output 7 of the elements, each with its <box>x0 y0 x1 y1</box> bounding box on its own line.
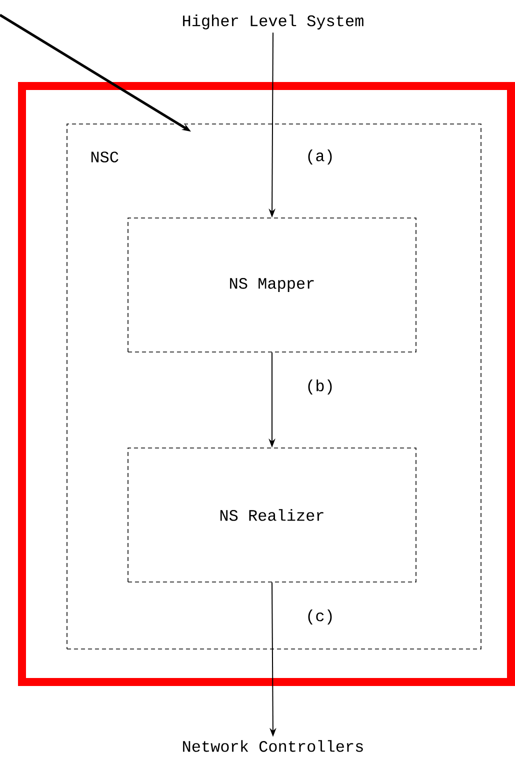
edge-label: (c) <box>304 608 336 626</box>
edge-label: (b) <box>304 378 336 396</box>
edge-label: (a) <box>304 148 336 166</box>
system-label: Network Controllers <box>183 740 363 752</box>
system-label: Higher Level System <box>183 14 364 30</box>
dashed-box: NS Realizer <box>128 448 416 582</box>
dashed-box: NS Mapper <box>128 218 416 352</box>
